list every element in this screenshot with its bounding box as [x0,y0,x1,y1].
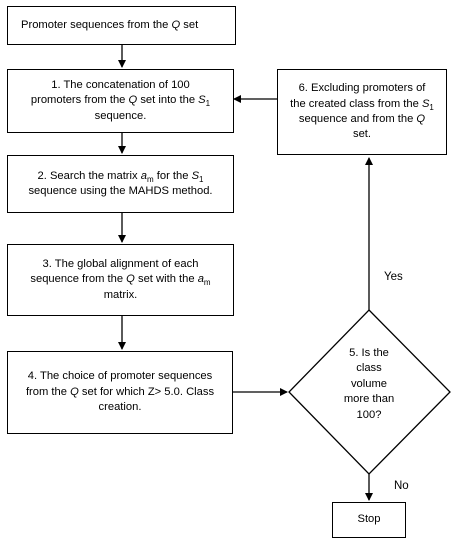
yes-label: Yes [384,271,403,283]
decision-text: 5. Is the class volume more than 100? [343,347,395,421]
no-label: No [394,480,409,492]
start-text: Promoter sequences from the Q set [21,18,199,31]
step2-text: 2. Search the matrix am for the S1 seque… [28,169,213,197]
stop-box: Stop [332,502,406,538]
step3-box: 3. The global alignment of each sequence… [7,244,234,316]
step2-box: 2. Search the matrix am for the S1 seque… [7,155,234,213]
step6-text: 6. Excluding promoters of the created cl… [290,82,434,141]
step6-box: 6. Excluding promoters of the created cl… [277,69,447,155]
stop-text: Stop [357,513,381,526]
step4-box: 4. The choice of promoter sequences from… [7,351,233,434]
step3-text: 3. The global alignment of each sequence… [30,257,211,301]
start-box: Promoter sequences from the Q set [7,6,236,45]
step4-text: 4. The choice of promoter sequences from… [25,370,215,414]
step1-text: 1. The concatenation of 100 promoters fr… [30,78,211,122]
step1-box: 1. The concatenation of 100 promoters fr… [7,69,234,133]
